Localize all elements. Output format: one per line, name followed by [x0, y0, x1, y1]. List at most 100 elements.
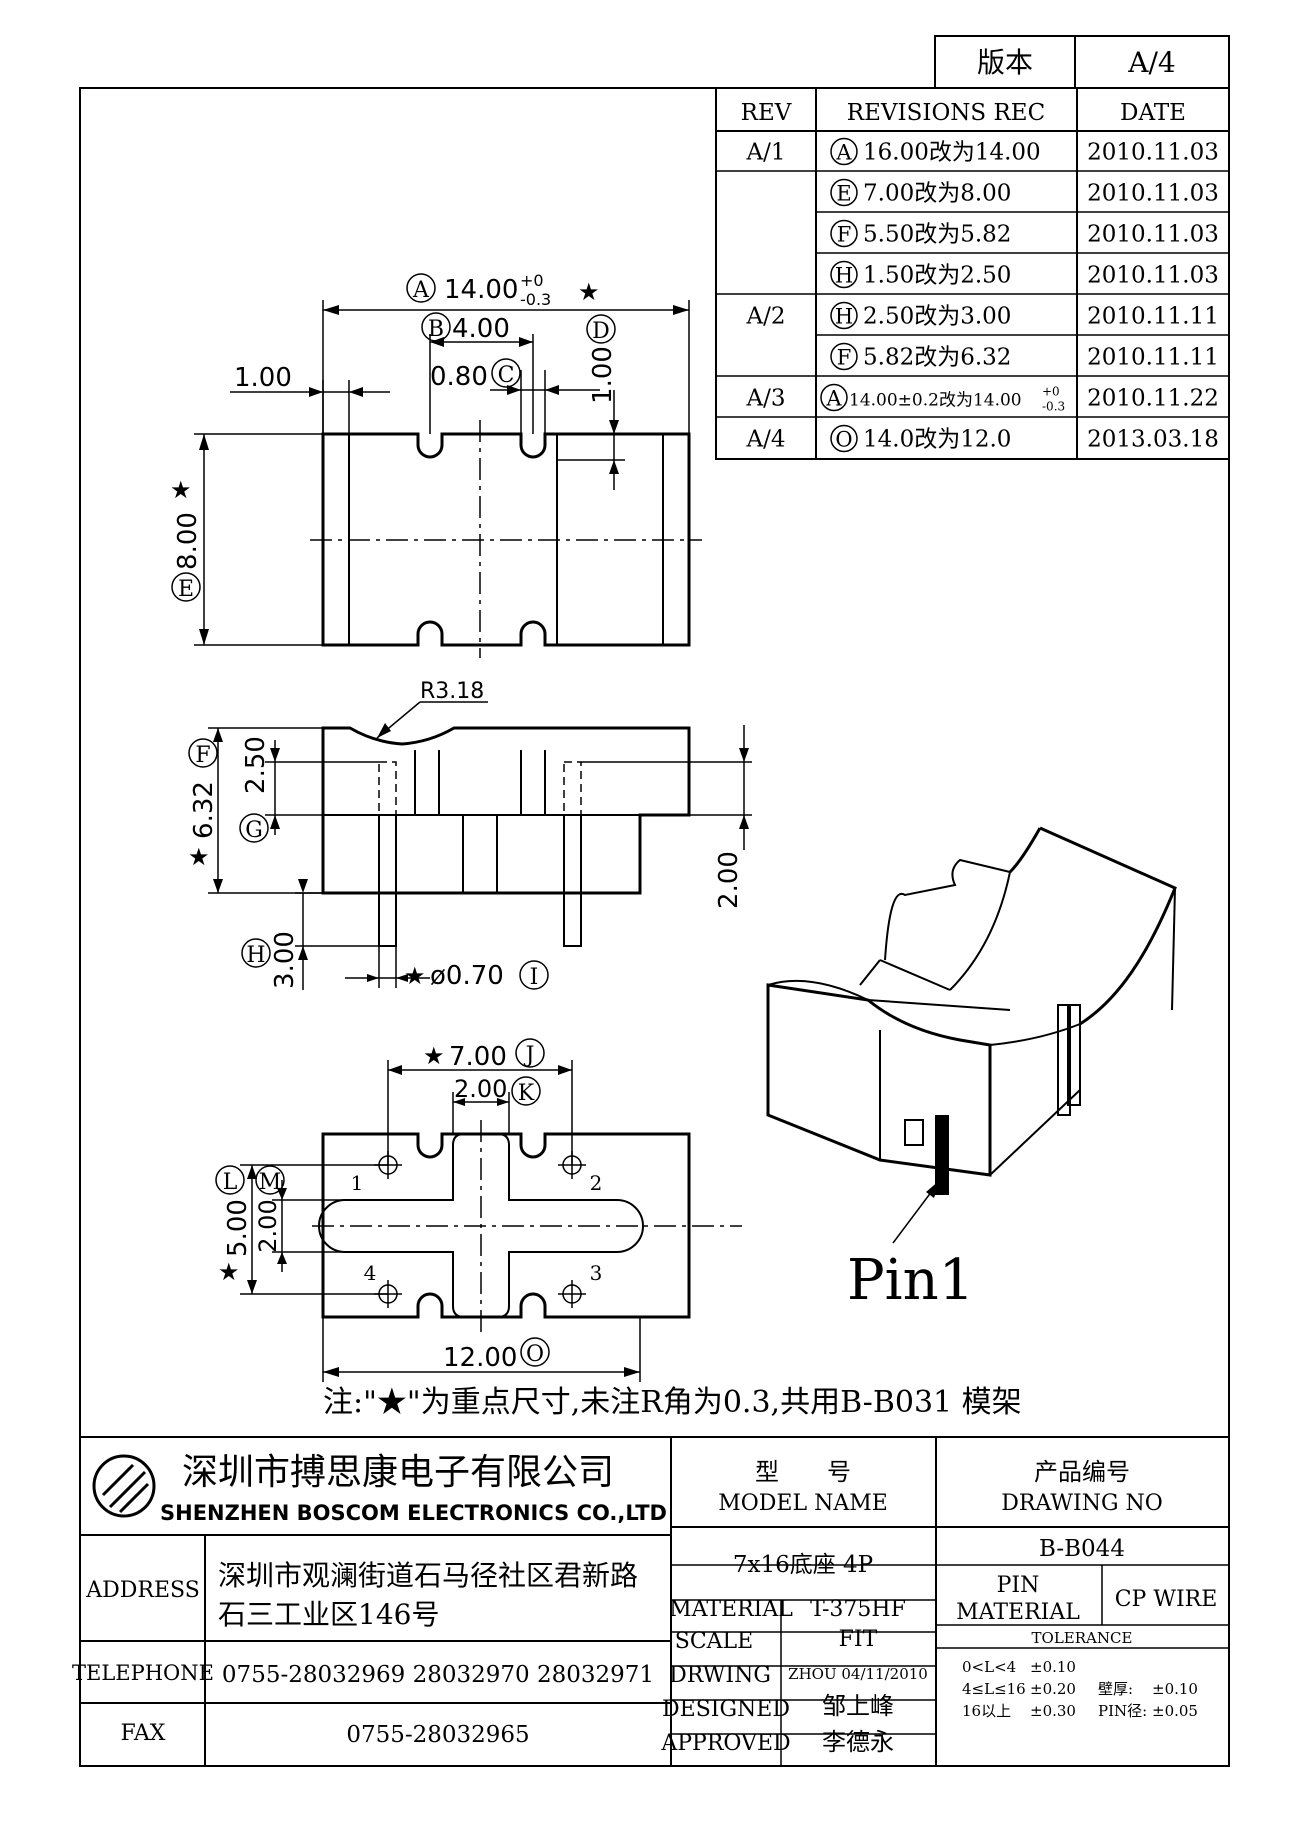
- model-value: 7x16底座 4P: [733, 1552, 873, 1578]
- revision-date: 2010.11.11: [1087, 304, 1219, 330]
- dim-k-label: 2.00 K: [454, 1075, 541, 1106]
- svg-text:6.32: 6.32: [189, 781, 219, 839]
- svg-text:8.00: 8.00: [173, 512, 203, 570]
- revision-text: 14.0改为12.0: [863, 427, 1011, 453]
- svg-text:C: C: [498, 363, 515, 388]
- revision-text: 5.82改为6.32: [863, 345, 1011, 371]
- revision-date: 2010.11.03: [1087, 181, 1219, 207]
- dim-o-label: 12.00 O: [443, 1337, 550, 1373]
- svg-text:7.00: 7.00: [449, 1042, 507, 1072]
- designed-value: 邹上峰: [822, 1692, 894, 1720]
- revision-mark: H: [835, 305, 853, 329]
- svg-text:-0.3: -0.3: [520, 290, 551, 309]
- tolerance-extra-value: ±0.10: [1152, 1680, 1198, 1698]
- model-name-en: MODEL NAME: [718, 1491, 888, 1516]
- material-label: MATERIAL: [669, 1597, 793, 1622]
- tolerance-range: 16以上: [962, 1702, 1011, 1720]
- pin-material-label-1: PIN: [997, 1573, 1040, 1598]
- revision-number: A/4: [746, 427, 786, 453]
- telephone-label: TELEPHONE: [72, 1661, 214, 1685]
- dim-left-wall-label: 1.00: [234, 363, 292, 393]
- svg-text:2.50: 2.50: [241, 736, 271, 794]
- isometric-view: [766, 826, 1177, 1244]
- pin-number-1: 1: [351, 1171, 364, 1195]
- version-label: 版本: [977, 46, 1033, 79]
- revision-number: A/3: [746, 386, 786, 412]
- revision-mark: H: [835, 264, 853, 288]
- svg-text:E: E: [178, 577, 194, 602]
- revision-mark: F: [837, 223, 852, 247]
- dim-d-label: D 1.00: [586, 314, 618, 404]
- svg-text:H: H: [246, 943, 265, 968]
- svg-text:M: M: [259, 1170, 282, 1195]
- revision-row: F 5.82改为6.32 2010.11.11: [830, 342, 1219, 371]
- svg-text:O: O: [526, 1342, 544, 1367]
- revision-mark: A: [825, 387, 842, 411]
- svg-text:G: G: [245, 818, 263, 843]
- bottom-view: 1 2 3 4 ★ 7.00 J 2.00 K: [215, 1038, 742, 1382]
- scale-value: FIT: [839, 1627, 878, 1652]
- revision-date: 2010.11.11: [1087, 345, 1219, 371]
- dim-c-label: 0.80 C: [430, 358, 521, 392]
- pin-number-4: 4: [364, 1261, 377, 1285]
- pin-material-value: CP WIRE: [1115, 1587, 1218, 1612]
- svg-text:★: ★: [578, 278, 600, 306]
- svg-text:K: K: [518, 1081, 535, 1106]
- svg-text:2.00: 2.00: [254, 1199, 282, 1252]
- svg-text:A: A: [412, 278, 430, 303]
- drawing-frame: [79, 87, 1230, 1767]
- svg-text:★: ★: [423, 1042, 445, 1070]
- svg-text:J: J: [524, 1043, 535, 1068]
- top-view: A 14.00 +0 -0.3 ★ B 4.00 0.80 C: [170, 271, 702, 658]
- title-block: 深圳市搏思康电子有限公司 SHENZHEN BOSCOM ELECTRONICS…: [72, 1436, 1229, 1766]
- tolerance-range: 4≤L≤16: [962, 1680, 1026, 1698]
- tolerance-extra-label: 壁厚:: [1098, 1680, 1133, 1698]
- dim-h-label: H 3.00: [241, 931, 300, 989]
- dim-i-label: ★ ø0.70 I: [404, 960, 549, 991]
- revision-tol-up: +0: [1042, 385, 1060, 399]
- svg-text:★: ★: [218, 1258, 240, 1286]
- tolerance-value: ±0.20: [1030, 1680, 1076, 1698]
- svg-text:B: B: [428, 317, 444, 342]
- tolerance-label: TOLERANCE: [1032, 1629, 1133, 1647]
- approved-label: APPROVED: [660, 1731, 790, 1756]
- scale-label: SCALE: [675, 1629, 753, 1654]
- version-value: A/4: [1127, 46, 1175, 79]
- drawing-no-value: B-B044: [1039, 1536, 1125, 1562]
- side-view: R3.18 F 6.32 ★ 2.50 G H: [188, 679, 752, 991]
- address-line-1: 深圳市观澜街道石马径社区君新路: [218, 1559, 638, 1592]
- svg-text:4.00: 4.00: [452, 314, 510, 344]
- svg-text:D: D: [592, 319, 610, 344]
- dim-a-label: A 14.00 +0 -0.3 ★: [406, 271, 600, 309]
- revision-mark: F: [837, 346, 852, 370]
- company-name-en: SHENZHEN BOSCOM ELECTRONICS CO.,LTD: [160, 1501, 667, 1525]
- pin-material-label-2: MATERIAL: [956, 1600, 1080, 1625]
- revision-text: 16.00改为14.00: [863, 140, 1041, 166]
- revision-number: A/1: [746, 140, 786, 166]
- revision-tol-dn: -0.3: [1042, 400, 1065, 414]
- pin1-label: Pin1: [847, 1248, 974, 1313]
- tolerance-extra-label: PIN径:: [1098, 1702, 1147, 1720]
- revision-mark-circle: [830, 178, 858, 207]
- tolerance-value: ±0.30: [1030, 1702, 1076, 1720]
- revision-mark-circle: [830, 424, 858, 453]
- revision-mark-circle: [830, 137, 858, 166]
- svg-text:I: I: [530, 965, 539, 990]
- dim-m-label: M 2.00: [254, 1165, 285, 1253]
- revision-mark-circle: [830, 342, 858, 371]
- model-name-cn: 型 号: [755, 1458, 851, 1486]
- revision-number: A/2: [746, 304, 786, 330]
- revision-text: 7.00改为8.00: [863, 181, 1011, 207]
- fax-label: FAX: [121, 1721, 166, 1746]
- dim-e-label: 8.00 E ★: [170, 476, 203, 602]
- dim-l-label: L 5.00 ★: [215, 1165, 253, 1286]
- svg-text:1.00: 1.00: [588, 346, 618, 404]
- dim-f-label: F 6.32 ★: [188, 738, 219, 871]
- rev-header: REV: [741, 100, 792, 126]
- address-label: ADDRESS: [85, 1578, 200, 1603]
- svg-text:★: ★: [170, 476, 192, 504]
- svg-text:★: ★: [188, 843, 210, 871]
